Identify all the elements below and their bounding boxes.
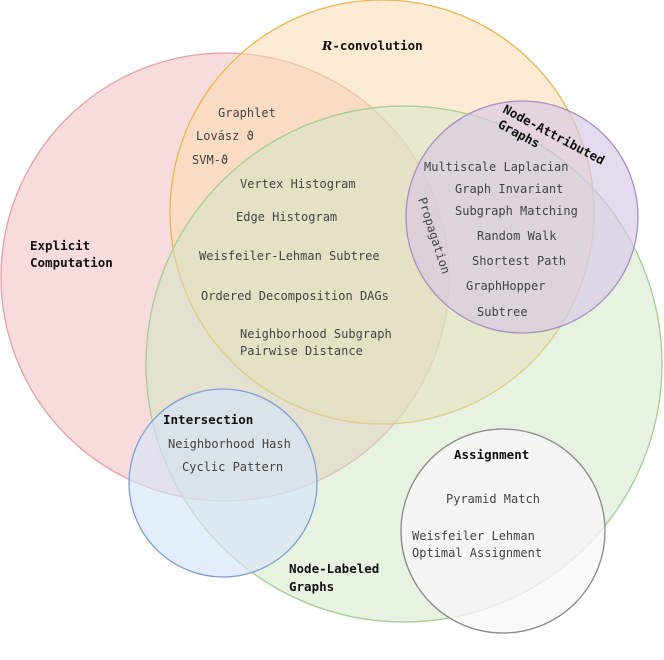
label-lovasz-theta: Lovász ϑ [196, 129, 254, 143]
label-ordered-decomposition-dags: Ordered Decomposition DAGs [201, 289, 389, 303]
label-shortest-path: Shortest Path [472, 254, 566, 268]
label-subtree: Subtree [477, 305, 528, 319]
label-vertex-histogram: Vertex Histogram [240, 177, 356, 191]
explicit-computation-title-line2: Computation [30, 255, 113, 270]
label-nspd-line1: Neighborhood Subgraph [240, 327, 392, 341]
label-cyclic-pattern: Cyclic Pattern [182, 460, 283, 474]
node-attributed-graphs-circle [405, 100, 639, 334]
node-labeled-graphs-title-line2: Graphs [289, 579, 334, 594]
label-neighborhood-hash: Neighborhood Hash [168, 437, 291, 451]
label-wl-oa-line1: Weisfeiler Lehman [412, 529, 535, 543]
label-multiscale-laplacian: Multiscale Laplacian [424, 160, 569, 174]
label-graphlet: Graphlet [218, 106, 276, 120]
label-wl-subtree: Weisfeiler-Lehman Subtree [199, 249, 380, 263]
intersection-circle [128, 388, 318, 578]
label-edge-histogram: Edge Histogram [236, 210, 337, 224]
label-graph-invariant: Graph Invariant [455, 182, 563, 196]
label-graphhopper: GraphHopper [466, 279, 545, 293]
intersection-title: Intersection [163, 412, 253, 427]
r-convolution-title: R-convolution [321, 38, 423, 53]
label-subgraph-matching: Subgraph Matching [455, 204, 578, 218]
explicit-computation-title-line1: Explicit [30, 238, 90, 253]
label-pyramid-match: Pyramid Match [446, 492, 540, 506]
label-random-walk: Random Walk [477, 229, 557, 243]
assignment-title: Assignment [454, 447, 529, 462]
label-svm-theta: SVM-ϑ [192, 153, 228, 167]
label-nspd-line2: Pairwise Distance [240, 344, 363, 358]
node-labeled-graphs-title-line1: Node-Labeled [289, 561, 379, 576]
label-wl-oa-line2: Optimal Assignment [412, 546, 542, 560]
assignment-circle [400, 428, 606, 634]
